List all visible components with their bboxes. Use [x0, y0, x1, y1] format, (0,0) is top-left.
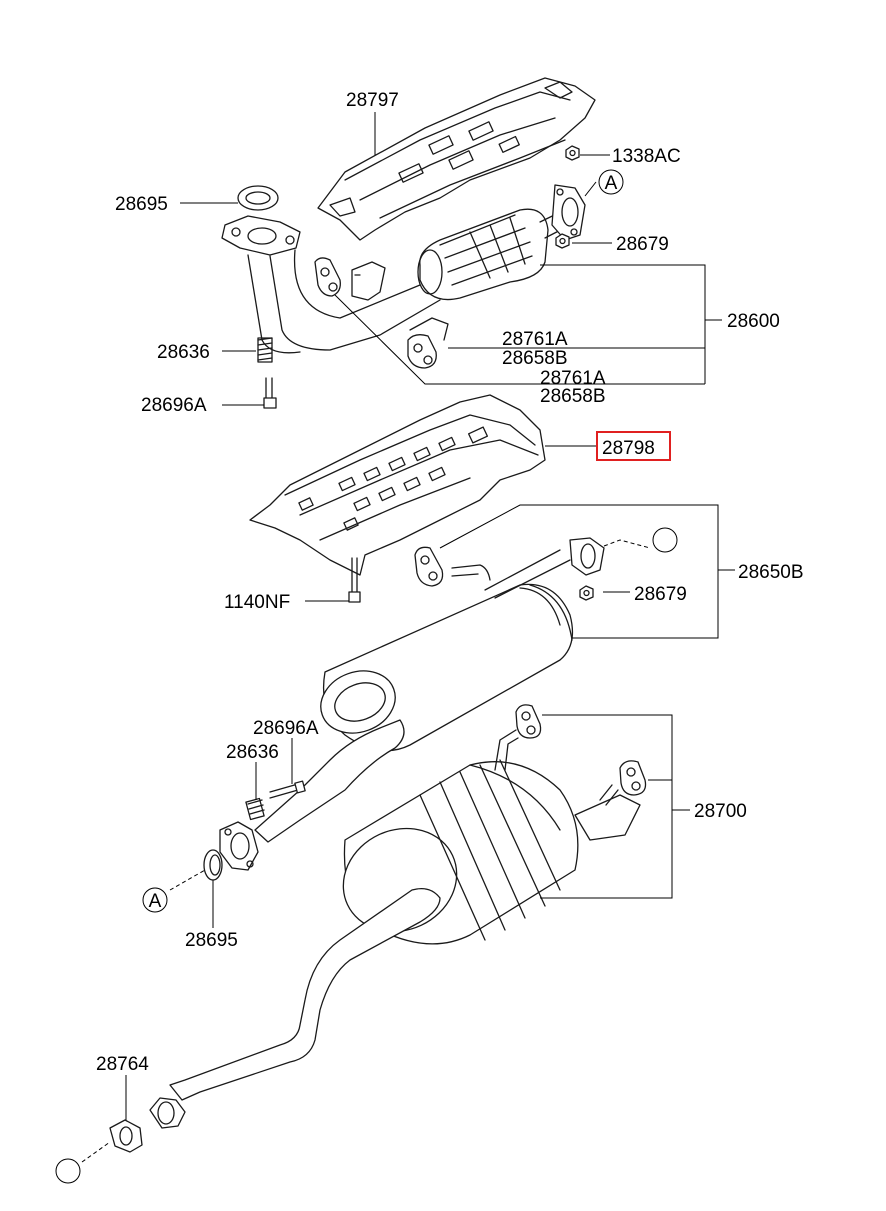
part-label-28658B-2[interactable]: 28658B: [540, 386, 606, 407]
heat-protector-28798-drawing[interactable]: [249, 394, 546, 576]
heat-protector-28797-drawing[interactable]: [317, 77, 596, 241]
nut-28679-mid-drawing[interactable]: [579, 585, 594, 601]
gasket-28695-top-drawing[interactable]: [237, 185, 279, 211]
part-label-28700[interactable]: 28700: [694, 801, 747, 822]
part-label-28650B[interactable]: 28650B: [738, 562, 804, 583]
part-label-1140NF[interactable]: 1140NF: [224, 592, 290, 613]
spring-28636-top-drawing[interactable]: [257, 337, 273, 363]
ref-circle-A-bottom: [142, 887, 168, 913]
part-label-28636-top[interactable]: 28636: [157, 342, 210, 363]
ref-label-A-bottom: A: [149, 891, 162, 912]
part-label-28636-mid[interactable]: 28636: [226, 742, 279, 763]
hanger-rubber-mid-drawing[interactable]: [407, 334, 437, 369]
rear-pipe-drawing[interactable]: [149, 887, 441, 1129]
hanger-28650B-drawing[interactable]: [414, 546, 491, 587]
part-label-28797[interactable]: 28797: [346, 90, 399, 111]
leader-lines: [81, 112, 735, 1163]
part-label-28764[interactable]: 28764: [96, 1054, 149, 1075]
spring-28636-mid-drawing[interactable]: [245, 797, 265, 821]
part-label-28696A-mid[interactable]: 28696A: [253, 718, 319, 739]
part-label-28761A-2[interactable]: 28761A: [540, 368, 606, 389]
hanger-28700-right-drawing[interactable]: [619, 760, 647, 796]
bolt-28696A-top-drawing[interactable]: [263, 377, 277, 409]
part-label-28658B-1[interactable]: 28658B: [502, 348, 568, 369]
part-label-28695-bottom[interactable]: 28695: [185, 930, 238, 951]
hanger-rubber-top-drawing[interactable]: [314, 257, 449, 341]
part-label-28600[interactable]: 28600: [727, 311, 780, 332]
part-label-28696A-top[interactable]: 28696A: [141, 395, 207, 416]
part-label-28695-top[interactable]: 28695: [115, 194, 168, 215]
nut-28679-top-drawing[interactable]: [555, 233, 570, 249]
bolt-28696A-mid-drawing[interactable]: [269, 780, 306, 799]
part-label-1338AC[interactable]: 1338AC: [612, 146, 681, 167]
center-muffler-28650B-drawing[interactable]: [254, 537, 605, 843]
ref-circle-blank-mid: [652, 527, 678, 553]
hanger-28700-top-drawing[interactable]: [515, 704, 542, 739]
part-label-28798[interactable]: 28798: [602, 438, 655, 459]
front-pipe-drawing[interactable]: [221, 184, 586, 354]
ref-label-A-top: A: [605, 173, 618, 194]
bolt-1140NF-drawing[interactable]: [348, 557, 361, 603]
part-label-28679-top[interactable]: 28679: [616, 234, 669, 255]
part-label-28761A-1[interactable]: 28761A: [502, 329, 568, 350]
ref-circle-blank-bottom: [55, 1158, 81, 1184]
center-pipe-flange-drawing[interactable]: [219, 821, 259, 871]
gasket-28764-drawing[interactable]: [109, 1119, 143, 1153]
nut-1338AC-drawing[interactable]: [565, 145, 580, 161]
part-label-28679-mid[interactable]: 28679: [634, 584, 687, 605]
gasket-28695-bottom-drawing[interactable]: [203, 849, 223, 881]
highlight-box-28798: [596, 431, 671, 461]
main-muffler-28700-drawing[interactable]: [326, 729, 641, 950]
ref-circle-A-top: [598, 169, 624, 195]
